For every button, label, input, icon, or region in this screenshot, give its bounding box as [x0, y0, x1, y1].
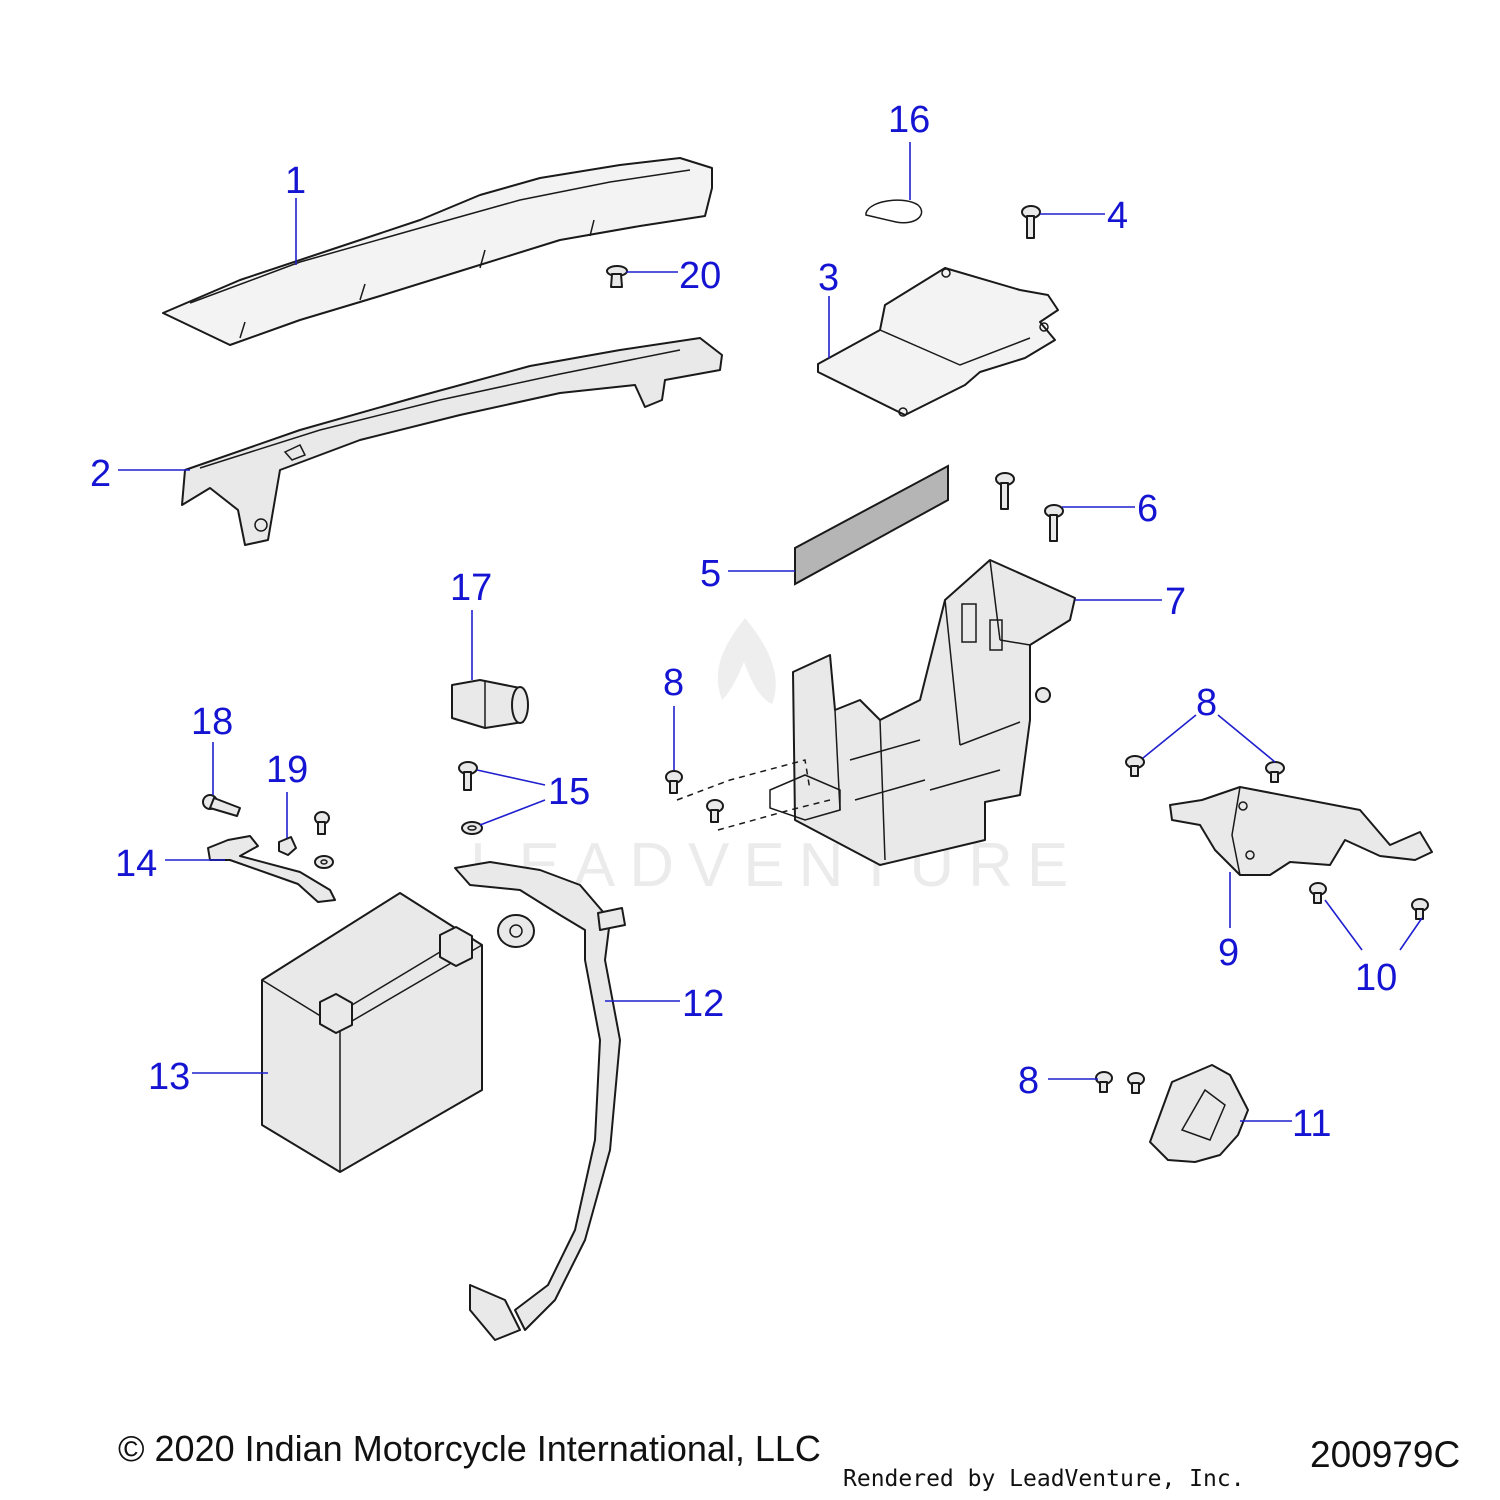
watermark-flame-icon [717, 618, 776, 704]
part-18-bolt[interactable] [202, 794, 241, 817]
part-6-bolts[interactable] [995, 472, 1064, 542]
leader-lines [118, 142, 1423, 1122]
callout-18[interactable]: 18 [191, 701, 233, 743]
callout-14[interactable]: 14 [115, 843, 157, 885]
callout-11[interactable]: 11 [1292, 1103, 1331, 1145]
callout-8a[interactable]: 8 [663, 662, 684, 704]
part-14-cable[interactable] [207, 835, 336, 903]
callout-17[interactable]: 17 [450, 567, 492, 609]
callout-5[interactable]: 5 [700, 553, 721, 595]
callout-7[interactable]: 7 [1165, 581, 1186, 623]
part-7-battery-tray[interactable] [769, 559, 1076, 866]
part-9-bracket[interactable] [1169, 786, 1433, 876]
callout-16[interactable]: 16 [888, 99, 930, 141]
callout-15[interactable]: 15 [548, 771, 590, 813]
callout-12[interactable]: 12 [682, 983, 724, 1025]
part-20-push-rivet[interactable] [606, 265, 628, 288]
callout-4[interactable]: 4 [1107, 195, 1128, 237]
part-3-cover-plate[interactable] [817, 267, 1059, 417]
callout-19[interactable]: 19 [266, 749, 308, 791]
part-2-frame-rail[interactable] [181, 337, 723, 546]
callout-1[interactable]: 1 [285, 160, 306, 202]
callout-9[interactable]: 9 [1218, 932, 1239, 974]
part-4-bolt[interactable] [1021, 205, 1041, 239]
callout-6[interactable]: 6 [1137, 488, 1158, 530]
callout-labels: 1 2 3 4 5 6 7 8 8 8 9 10 11 12 13 14 15 … [90, 99, 1397, 1145]
diagram-number: 200979C [1310, 1434, 1461, 1475]
part-15-bolt-washer[interactable] [458, 761, 483, 835]
part-5-pad[interactable] [794, 464, 949, 586]
callout-8b[interactable]: 8 [1196, 682, 1217, 724]
part-8a-screws[interactable] [665, 759, 831, 831]
part-10-screws[interactable] [1309, 882, 1429, 920]
callout-2[interactable]: 2 [90, 453, 111, 495]
callout-13[interactable]: 13 [148, 1056, 190, 1098]
part-1-top-cover[interactable] [162, 157, 713, 346]
copyright-notice: © 2020 Indian Motorcycle International, … [118, 1428, 821, 1469]
part-16-cable-tie[interactable] [865, 199, 923, 224]
part-17-terminal-boot[interactable] [451, 679, 529, 729]
callout-8c[interactable]: 8 [1018, 1060, 1039, 1102]
callout-10[interactable]: 10 [1355, 957, 1397, 999]
callout-20[interactable]: 20 [679, 255, 721, 297]
rendered-by-notice: Rendered by LeadVenture, Inc. [843, 1466, 1245, 1492]
part-8b-screws[interactable] [1125, 755, 1285, 783]
part-8c-screws[interactable] [1095, 1071, 1145, 1094]
part-12-main-cable[interactable] [454, 861, 626, 1341]
part-11-bracket[interactable] [1149, 1064, 1249, 1163]
part-13-battery[interactable] [261, 892, 483, 1173]
part-19-nut-washer[interactable] [278, 811, 334, 869]
callout-3[interactable]: 3 [818, 257, 839, 299]
